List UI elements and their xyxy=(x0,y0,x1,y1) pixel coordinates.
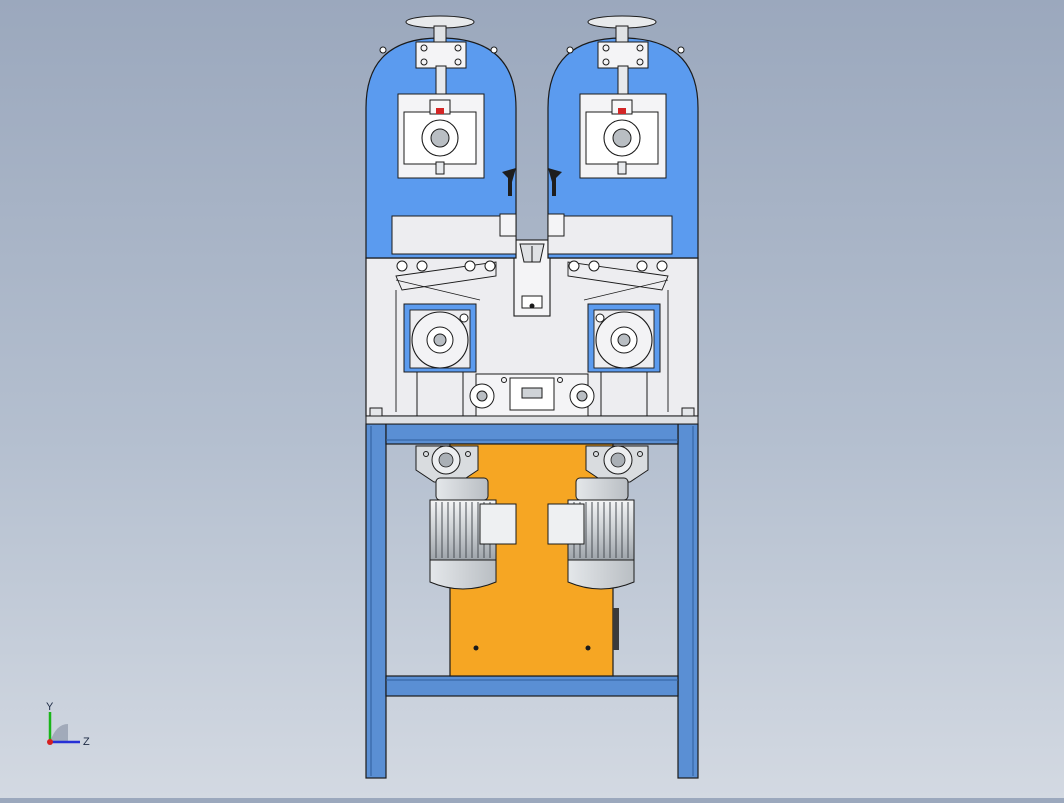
pulley-right xyxy=(587,303,661,416)
belt-tensioner xyxy=(469,373,595,417)
left-leg xyxy=(365,423,387,779)
screw-adjuster-left xyxy=(397,41,485,179)
right-leg xyxy=(677,423,699,779)
center-guide-block xyxy=(513,239,551,317)
gearbox-right xyxy=(585,445,649,483)
screw-adjuster-right xyxy=(579,41,667,179)
axis-triad-icon: Y Z xyxy=(38,698,98,758)
handwheel-icon[interactable] xyxy=(405,15,475,43)
top-crossbeam xyxy=(385,423,679,445)
triad-z-label: Z xyxy=(83,736,90,748)
pulley-left xyxy=(403,303,477,416)
motor-left xyxy=(429,477,517,590)
motor-right xyxy=(547,477,635,590)
gearbox-left xyxy=(415,445,479,483)
triad-y-label: Y xyxy=(46,701,54,713)
lock-lever-right[interactable] xyxy=(548,168,562,196)
lock-lever-left[interactable] xyxy=(502,168,516,196)
handwheel-icon[interactable] xyxy=(587,15,657,43)
bottom-crossbeam xyxy=(385,675,679,697)
stand-frame xyxy=(365,423,699,779)
